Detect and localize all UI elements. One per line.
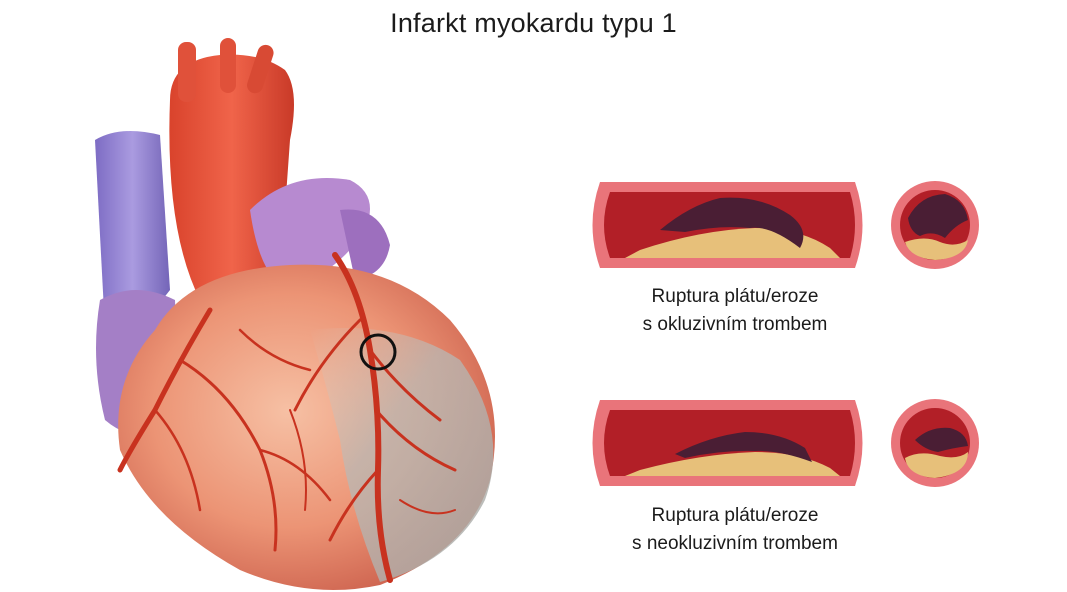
caption-nonocclusive: Ruptura plátu/eroze s neokluzivním tromb…	[560, 502, 910, 558]
caption-line: s okluzivním trombem	[560, 311, 910, 339]
aortic-branch	[220, 38, 236, 93]
caption-occlusive: Ruptura plátu/eroze s okluzivním trombem	[560, 283, 910, 339]
caption-line: Ruptura plátu/eroze	[560, 502, 910, 530]
artery-nonocclusive-thrombus	[580, 388, 1000, 498]
heart-illustration	[60, 30, 550, 590]
artery-occlusive-thrombus	[580, 170, 1000, 280]
caption-line: Ruptura plátu/eroze	[560, 283, 910, 311]
caption-line: s neokluzivním trombem	[560, 530, 910, 558]
aortic-branch	[178, 42, 196, 102]
